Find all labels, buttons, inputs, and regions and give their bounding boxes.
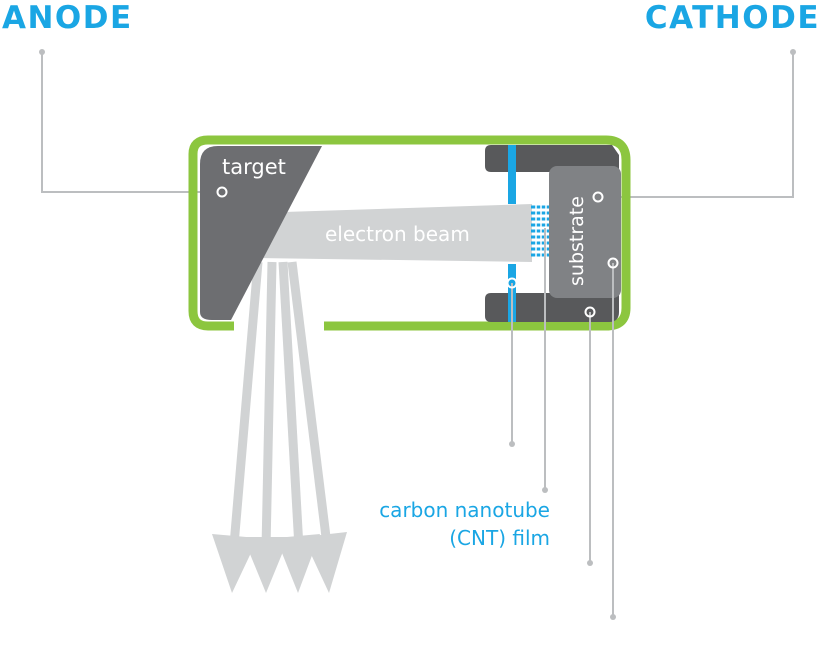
cnt-label-line1: carbon nanotube [379, 498, 550, 522]
anode-target [200, 146, 322, 320]
xray-line-1 [229, 261, 263, 546]
xray-line-2 [261, 261, 277, 549]
cathode-leader [598, 49, 796, 198]
xray-arrows [212, 261, 347, 593]
substrate-callout-ring [592, 191, 604, 203]
lower-leader-dots [509, 441, 616, 620]
electron-beam [257, 204, 532, 262]
callout-rings [216, 186, 619, 318]
cathode-block-top [485, 145, 619, 172]
cnt-label-line2: (CNT) film [449, 526, 550, 550]
xray-arrowhead-2 [243, 537, 289, 593]
gate-callout-ring [506, 277, 518, 289]
xray-line-4 [287, 261, 332, 546]
anode-leader [39, 49, 222, 193]
anode-heading: ANODE [2, 0, 133, 36]
xray-line-3 [278, 261, 304, 549]
gate-electrode-top [508, 145, 516, 204]
lower-leaders [511, 228, 614, 617]
electron-beam-label: electron beam [325, 222, 470, 246]
tube-housing [188, 135, 631, 331]
substrate-lower-callout-ring [607, 257, 619, 269]
target-label: target [222, 155, 286, 179]
target-callout-ring [216, 186, 228, 198]
cathode-block-callout-ring [584, 306, 596, 318]
xray-arrowhead-4 [303, 532, 347, 593]
xray-arrowhead-1 [212, 534, 258, 593]
cathode-heading: CATHODE [645, 0, 820, 36]
substrate-label: substrate [566, 196, 588, 286]
